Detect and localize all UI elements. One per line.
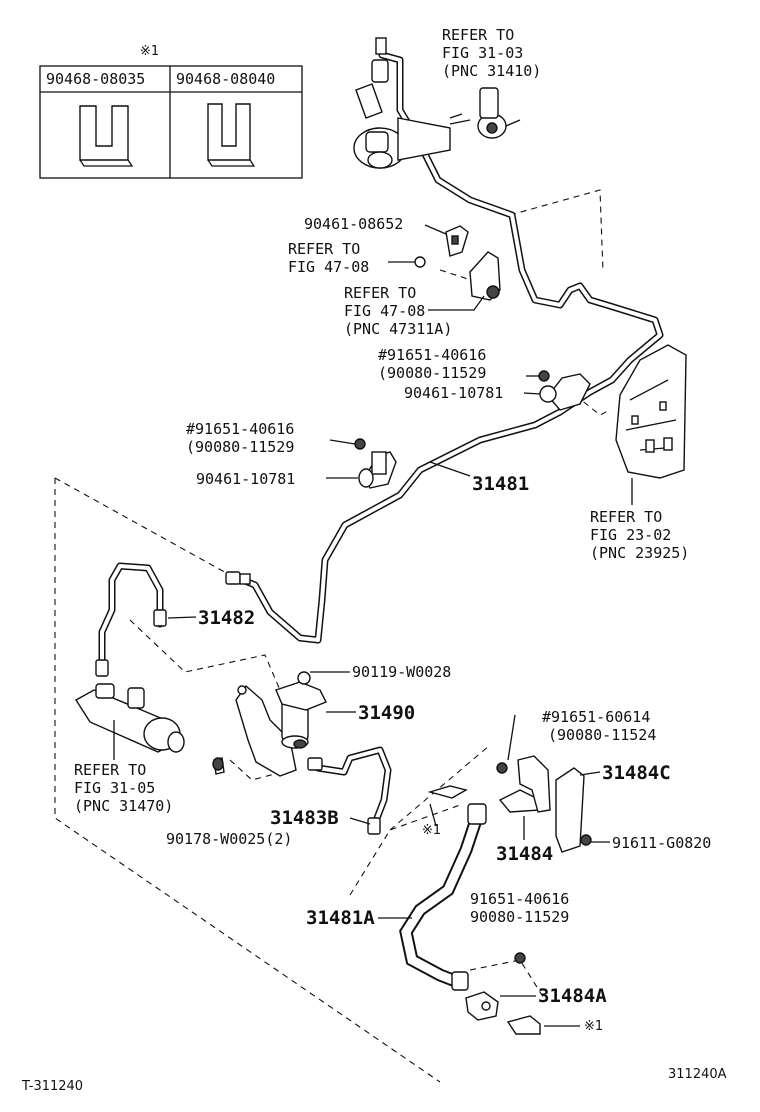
label-91651-40616-c: 91651-40616 90080-11529 <box>470 890 569 926</box>
dashed-guides <box>54 189 611 1083</box>
refer-23-02-line1: REFER TO <box>590 508 662 526</box>
label-refer-47-08-a: REFER TO FIG 47-08 <box>288 240 369 276</box>
label-90461-08652: 90461-08652 <box>304 215 403 233</box>
clip-08040-icon <box>207 103 256 167</box>
firewall-bracket-icon <box>615 344 687 505</box>
clutch-pipe-31483b <box>307 746 392 835</box>
label-90461-10781-b: 90461-10781 <box>196 470 295 488</box>
clutch-master-cylinder-icon <box>353 37 521 169</box>
label-31484c: 31484C <box>602 762 671 784</box>
label-clip-mark-b: ※1 <box>584 1019 603 1034</box>
clutch-pipe-31482 <box>95 562 251 677</box>
refer-47-08-a-line2: FIG 47-08 <box>288 258 369 276</box>
label-31481: 31481 <box>472 473 529 495</box>
release-cylinder-icon <box>75 683 185 760</box>
label-refer-47-08-b: REFER TO FIG 47-08 (PNC 47311A) <box>344 284 452 338</box>
refer-31-05-line1: REFER TO <box>74 761 146 779</box>
bolt-90080-11529-c: 90080-11529 <box>470 908 569 926</box>
refer-47-08-b-line1: REFER TO <box>344 284 416 302</box>
refer-47-08-b-line3: (PNC 47311A) <box>344 320 452 338</box>
label-90119-w0028: 90119-W0028 <box>352 663 451 681</box>
clip-08035-icon <box>79 105 134 167</box>
bolt-91651-60614: #91651-60614 <box>542 708 650 726</box>
label-31481a: 31481A <box>306 907 375 929</box>
refer-23-02-line3: (PNC 23925) <box>590 544 689 562</box>
bolt-90080-11529-a: (90080-11529 <box>378 364 486 382</box>
bolt-91651-40616-a: #91651-40616 <box>378 346 486 364</box>
label-91651-40616-b: #91651-40616 (90080-11529 <box>186 420 294 456</box>
pipe-clamp-upper-icon <box>414 225 501 301</box>
label-31490: 31490 <box>358 702 415 724</box>
table-frame <box>39 65 303 179</box>
bolt-91651-40616-c: 91651-40616 <box>470 890 569 908</box>
clip-variant-table: ※1 90468-08035 90468-08040 <box>39 44 303 179</box>
label-clip-mark-a: ※1 <box>422 823 441 838</box>
label-90178-w0025: 90178-W0025(2) <box>166 830 292 848</box>
table-col1: 90468-08035 <box>46 70 145 88</box>
label-31482: 31482 <box>198 607 255 629</box>
refer-47-08-b-line2: FIG 47-08 <box>344 302 425 320</box>
label-91651-60614: #91651-60614 (90080-11524 <box>542 708 656 744</box>
pipe-clamp-lower-icon <box>354 438 397 489</box>
bolt-91651-40616-b: #91651-40616 <box>186 420 294 438</box>
table-mark: ※1 <box>140 44 159 59</box>
hose-bracket-icon <box>427 755 592 1035</box>
clutch-pipe-31481 <box>234 51 664 644</box>
refer-23-02-line2: FIG 23-02 <box>590 526 671 544</box>
bolt-90080-11524: (90080-11524 <box>548 726 656 744</box>
leader-lines <box>167 224 610 1027</box>
refer-31-05-line2: FIG 31-05 <box>74 779 155 797</box>
label-refer-31-03: REFER TO FIG 31-03 (PNC 31410) <box>442 26 541 80</box>
bolt-90080-11529-b: (90080-11529 <box>186 438 294 456</box>
refer-47-08-a-line1: REFER TO <box>288 240 360 258</box>
refer-31-03-line2: FIG 31-03 <box>442 44 523 62</box>
table-col2: 90468-08040 <box>176 70 275 88</box>
pipe-clamp-right-icon <box>538 370 591 411</box>
refer-31-03-line1: REFER TO <box>442 26 514 44</box>
footer-left-code: T-311240 <box>21 1079 83 1094</box>
label-31484a: 31484A <box>538 985 607 1007</box>
label-90461-10781-a: 90461-10781 <box>404 384 503 402</box>
label-31484: 31484 <box>496 843 553 865</box>
label-31483b: 31483B <box>270 807 339 829</box>
refer-31-05-line3: (PNC 31470) <box>74 797 173 815</box>
label-refer-31-05: REFER TO FIG 31-05 (PNC 31470) <box>74 761 173 815</box>
label-91611-g0820: 91611-G0820 <box>612 834 711 852</box>
label-refer-23-02: REFER TO FIG 23-02 (PNC 23925) <box>590 508 689 562</box>
refer-31-03-line3: (PNC 31410) <box>442 62 541 80</box>
clutch-hose-31481a <box>399 803 487 991</box>
clutch-damper-icon <box>212 671 346 777</box>
label-91651-40616-a: #91651-40616 (90080-11529 <box>378 346 486 382</box>
footer-right-code: 311240A <box>668 1067 727 1082</box>
